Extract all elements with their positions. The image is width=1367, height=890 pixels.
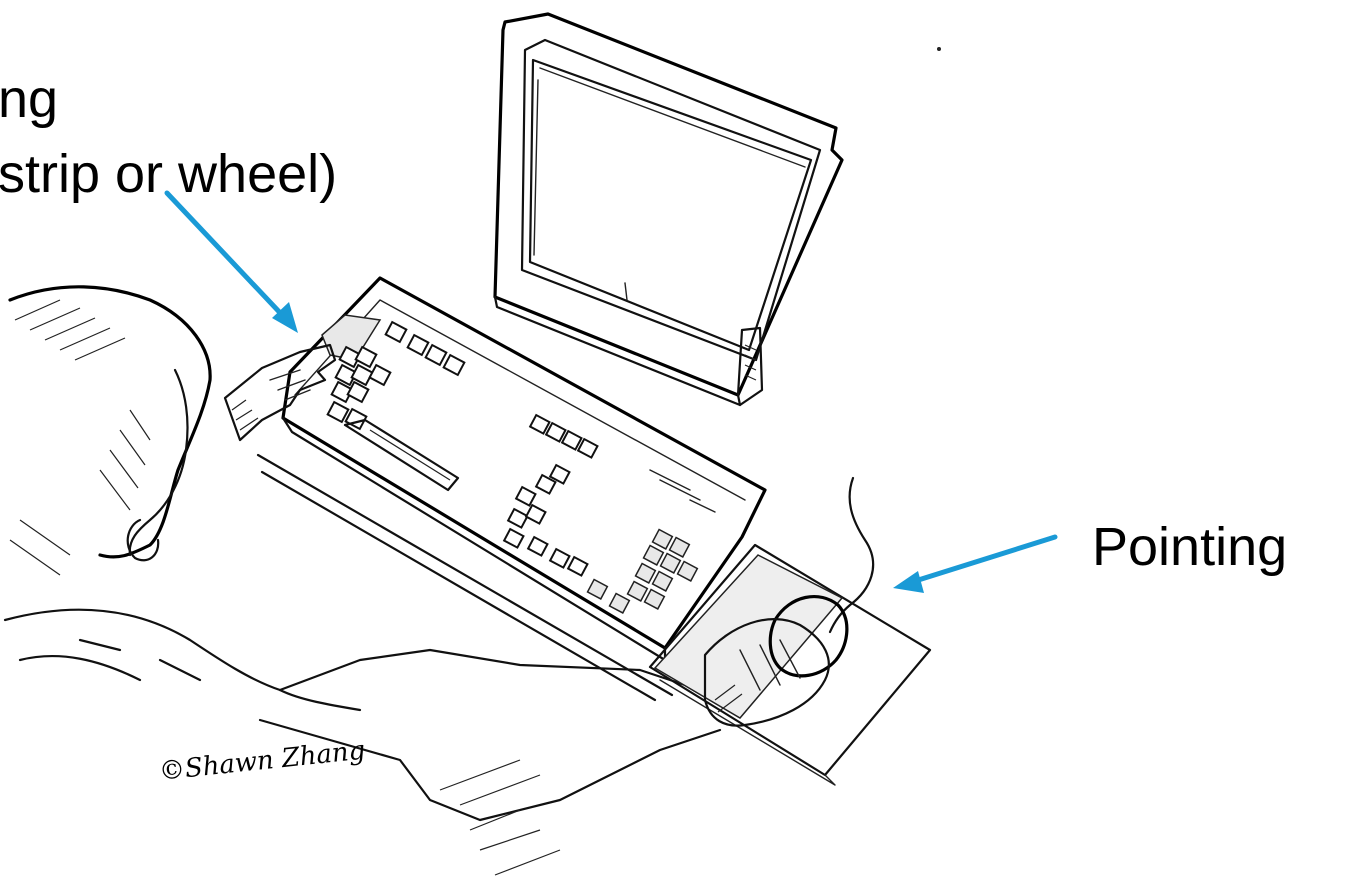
label-pointing: Pointing (1092, 517, 1288, 577)
arrow-to-scroll-strip (164, 190, 298, 333)
person-sketch-icon (3, 285, 722, 876)
mouse-pad-icon (648, 543, 932, 786)
crt-monitor-icon (493, 12, 844, 407)
arrow-to-mouse (893, 534, 1058, 593)
right-hand-icon (703, 618, 830, 727)
artist-signature: ©Shawn Zhang (158, 735, 367, 786)
left-hand-icon (223, 343, 337, 442)
mouse-icon (768, 476, 875, 678)
label-scrolling-line1: ng (0, 69, 59, 129)
function-keyboard-icon (256, 276, 767, 702)
